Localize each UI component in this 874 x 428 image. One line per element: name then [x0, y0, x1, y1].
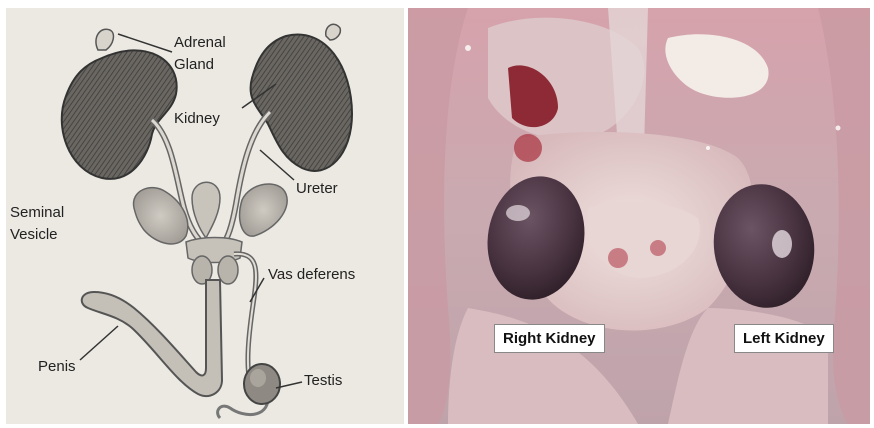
vas-deferens-label: Vas deferens: [268, 266, 355, 283]
gland-label: Gland: [174, 56, 214, 73]
right-kidney-label: Right Kidney: [494, 324, 605, 353]
center-seminal-vesicle: [192, 182, 220, 238]
testis-label: Testis: [304, 372, 342, 389]
bulb-right: [218, 256, 238, 284]
adrenal-label: Adrenal: [174, 34, 226, 51]
penis-shape: [82, 280, 222, 396]
seminal-label: Seminal: [10, 204, 64, 221]
right-seminal-vesicle: [240, 184, 288, 236]
right-adrenal-gland: [326, 24, 341, 40]
dissection-photo: [408, 8, 870, 424]
left-kidney-shape: [62, 50, 177, 178]
vesicle-label: Vesicle: [10, 226, 58, 243]
reproductive-diagram-panel: Adrenal Gland Kidney Ureter Seminal Vesi…: [6, 8, 404, 424]
ureter-label: Ureter: [296, 180, 338, 197]
right-kidney-shape: [251, 35, 352, 171]
left-kidney-label: Left Kidney: [734, 324, 834, 353]
kidney-label: Kidney: [174, 110, 220, 127]
dissection-photo-panel: Right Kidney Left Kidney: [408, 8, 870, 424]
left-adrenal-gland: [96, 29, 114, 50]
penis-label: Penis: [38, 358, 76, 375]
